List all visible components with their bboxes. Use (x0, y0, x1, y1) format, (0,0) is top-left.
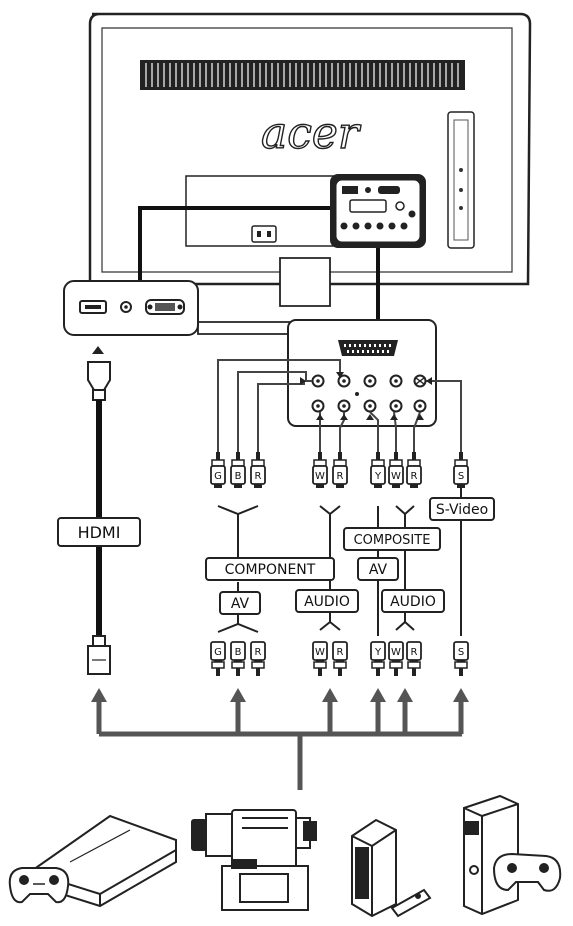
monitor-connector-panel (330, 174, 426, 248)
game-console-ps3-icon (10, 816, 176, 906)
brand-logo: acer (261, 108, 362, 159)
top-plug-s-8: S (454, 452, 468, 488)
label-svideo: S-Video (430, 498, 494, 520)
bottom-plug-label: S (458, 647, 464, 658)
top-plug-w-3: W (313, 452, 327, 488)
hdmi-vga-connector-box (64, 281, 198, 335)
top-plug-label: Y (374, 471, 382, 482)
top-plug-label: W (391, 471, 401, 482)
camcorder-icon (192, 810, 316, 910)
top-plug-g-0: G (211, 452, 225, 488)
hdmi-plug-top (88, 362, 110, 390)
svg-text:AUDIO: AUDIO (390, 594, 436, 610)
arrow-hdmi (91, 688, 107, 702)
bottom-plug-s-8: S (454, 642, 468, 676)
bottom-plug-g-0: G (211, 642, 225, 676)
top-plug-label: B (235, 471, 242, 482)
vent-grille (140, 60, 465, 90)
bottom-plug-label: B (235, 647, 242, 658)
svg-text:AUDIO: AUDIO (304, 594, 350, 610)
stand-base (198, 322, 296, 334)
scart-port (338, 340, 398, 356)
label-av-right: AV (358, 558, 398, 580)
arrow-composite-audio (397, 688, 413, 702)
top-plug-r-2: R (251, 452, 265, 488)
label-audio-right: AUDIO (382, 590, 444, 612)
top-plug-label: W (315, 471, 325, 482)
arrow-svideo (453, 688, 469, 702)
svg-text:HDMI: HDMI (78, 523, 121, 542)
label-hdmi: HDMI (58, 518, 140, 546)
top-plug-label: S (458, 471, 464, 482)
arrow-audio-left (322, 688, 338, 702)
top-plug-r-4: R (333, 452, 347, 488)
bottom-plug-label: Y (374, 647, 382, 658)
label-composite: COMPOSITE (344, 528, 440, 550)
top-plug-w-6: W (389, 452, 403, 488)
top-plug-label: R (411, 471, 418, 482)
top-plug-label: R (337, 471, 344, 482)
svg-text:S-Video: S-Video (436, 502, 488, 518)
stand-neck (280, 258, 330, 306)
bottom-plug-y-5: Y (371, 642, 385, 676)
svg-text:COMPONENT: COMPONENT (225, 562, 316, 578)
arrow-component (230, 688, 246, 702)
bottom-plug-r-2: R (251, 642, 265, 676)
av-connector-box (288, 320, 436, 426)
svg-text:AV: AV (369, 562, 388, 578)
bottom-plug-label: R (255, 647, 262, 658)
monitor-back: acer (90, 14, 530, 306)
distribution-arrows (91, 688, 469, 790)
top-plug-r-7: R (407, 452, 421, 488)
vga-port (146, 300, 184, 314)
label-av-left: AV (220, 592, 260, 614)
top-plug-label: R (255, 471, 262, 482)
bottom-plug-label: R (337, 647, 344, 658)
bottom-plug-r-4: R (333, 642, 347, 676)
bottom-plug-label: G (214, 647, 222, 658)
bottom-plug-label: W (391, 647, 401, 658)
bottom-plug-w-3: W (313, 642, 327, 676)
xbox-console-icon (464, 796, 560, 914)
bottom-plug-r-7: R (407, 642, 421, 676)
bottom-plug-w-6: W (389, 642, 403, 676)
wii-console-icon (352, 820, 430, 916)
bottom-plug-label: R (411, 647, 418, 658)
top-plug-b-1: B (231, 452, 245, 488)
top-plug-y-5: Y (371, 452, 385, 488)
power-socket (252, 226, 276, 242)
label-audio-left: AUDIO (296, 590, 358, 612)
bottom-plug-label: W (315, 647, 325, 658)
hdmi-cable (88, 346, 110, 674)
svg-text:COMPOSITE: COMPOSITE (354, 533, 431, 548)
side-button-panel (448, 112, 474, 248)
top-plug-label: G (214, 471, 222, 482)
arrow-composite-video (370, 688, 386, 702)
label-component: COMPONENT (206, 558, 334, 580)
bottom-plug-b-1: B (231, 642, 245, 676)
svg-text:AV: AV (231, 596, 250, 612)
